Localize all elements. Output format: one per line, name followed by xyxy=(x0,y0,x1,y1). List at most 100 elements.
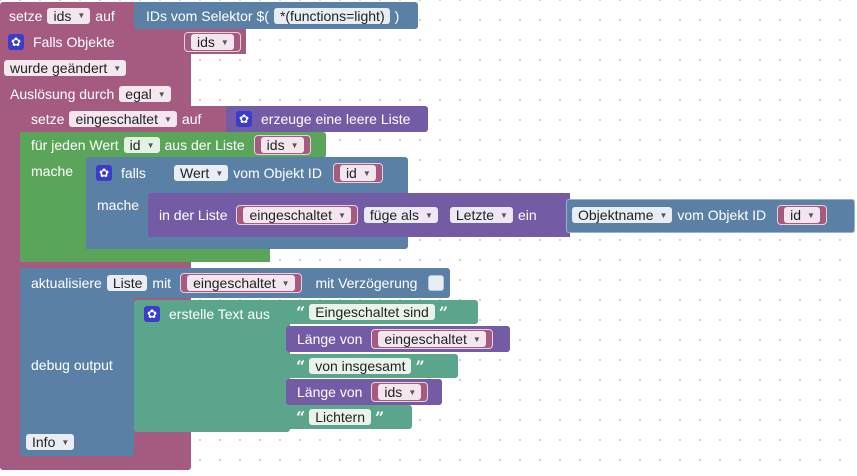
dropdown-arrow-icon: ▼ xyxy=(408,387,417,397)
debug-level-row: Info▼ xyxy=(26,432,75,452)
fuer-jeden-label: für jeden Wert xyxy=(31,137,119,153)
dropdown-arrow-icon: ▼ xyxy=(281,278,290,288)
quote-close-icon: ” xyxy=(415,356,425,376)
dropdown-arrow-icon: ▼ xyxy=(215,168,224,178)
length-row-2: Länge von ids▼ xyxy=(292,381,429,403)
quote-close-icon: ” xyxy=(375,407,385,427)
setze-label: setze xyxy=(31,111,65,127)
empty-list-row: ✿ erzeuge eine leere Liste xyxy=(232,108,415,130)
dropdown-arrow-icon: ▼ xyxy=(77,11,86,20)
dropdown-arrow-icon: ▼ xyxy=(113,63,122,73)
wurde-geaendert-row: wurde geändert▼ xyxy=(4,58,127,78)
dropdown-arrow-icon: ▼ xyxy=(659,210,668,220)
selector-row: IDs vom Selektor $( *(functions=light) ) xyxy=(146,5,404,26)
falls-label: falls xyxy=(121,165,146,181)
aktualisiere-label: aktualisiere xyxy=(31,275,102,291)
delay-checkbox[interactable] xyxy=(428,275,445,291)
debug-block[interactable] xyxy=(20,298,134,456)
dropdown-arrow-icon: ▼ xyxy=(472,334,481,344)
list-add-row: in der Liste eingeschaltet▼ füge als▼ Le… xyxy=(154,204,542,226)
trigger-ids-chip[interactable]: ids▼ xyxy=(184,31,241,53)
mit-label: mit xyxy=(152,275,172,291)
foreach-row: für jeden Wert id▼ aus der Liste ids▼ xyxy=(26,134,311,156)
dropdown-arrow-icon: ▼ xyxy=(338,210,346,220)
text-join-block[interactable] xyxy=(134,300,290,432)
length-row-1: Länge von eingeschaltet▼ xyxy=(292,328,493,350)
gear-icon[interactable]: ✿ xyxy=(8,34,24,50)
verzoegerung-label: mit Verzögerung xyxy=(315,275,418,291)
gear-icon[interactable]: ✿ xyxy=(144,306,160,322)
if-row: ✿ falls xyxy=(92,162,151,184)
laenge-von-label: Länge von xyxy=(297,384,363,400)
mache-label: mache xyxy=(97,197,140,213)
liste-dropdown[interactable]: Liste xyxy=(106,275,148,291)
string-input-2[interactable]: von insgesamt xyxy=(309,358,412,374)
fuege-als-dropdown[interactable]: füge als▼ xyxy=(363,207,438,223)
gear-icon[interactable]: ✿ xyxy=(236,111,252,127)
quote-open-icon: “ xyxy=(296,407,306,427)
level-dropdown[interactable]: Info▼ xyxy=(26,434,75,450)
quote-open-icon: “ xyxy=(296,302,306,322)
foreach-mache-row: mache xyxy=(26,160,78,182)
text-join-label: erstelle Text aus xyxy=(169,306,270,322)
aktualisiere-row: aktualisiere Liste mit eingeschaltet▼ mi… xyxy=(26,272,445,294)
laenge-von-label: Länge von xyxy=(297,331,363,347)
ids-var-dropdown[interactable]: ids▼ xyxy=(260,137,304,153)
gear-icon[interactable]: ✿ xyxy=(96,165,112,181)
id-var-dropdown[interactable]: id▼ xyxy=(339,165,376,181)
dropdown-arrow-icon: ▼ xyxy=(807,210,815,220)
ids-var-dropdown[interactable]: ids▼ xyxy=(47,7,91,24)
dropdown-arrow-icon: ▼ xyxy=(362,168,371,178)
id-var-dropdown[interactable]: id▼ xyxy=(123,137,160,153)
dropdown-arrow-icon: ▼ xyxy=(157,89,166,99)
objektname-dropdown[interactable]: Objektname▼ xyxy=(572,207,673,223)
debug-output-label: debug output xyxy=(31,357,113,373)
empty-list-label: erzeuge eine leere Liste xyxy=(261,111,411,127)
setze-label: setze xyxy=(9,7,43,24)
dropdown-arrow-icon: ▼ xyxy=(220,37,229,47)
if-condition: Wert▼ vom Objekt ID id▼ xyxy=(174,162,383,184)
ids-var-dropdown[interactable]: ids▼ xyxy=(191,34,234,50)
dropdown-arrow-icon: ▼ xyxy=(424,210,433,220)
string-input-1[interactable]: Eingeschaltet sind xyxy=(309,304,435,320)
string-row-2: “ von insgesamt ” xyxy=(292,355,429,377)
ausloesung-row: Auslösung durch egal▼ xyxy=(6,84,171,104)
egal-dropdown[interactable]: egal▼ xyxy=(119,86,171,102)
ids-var-dropdown[interactable]: ids▼ xyxy=(378,384,422,400)
auf-label: auf xyxy=(181,111,202,127)
selector-input[interactable]: *(functions=light) xyxy=(273,7,390,24)
eingeschaltet-var-dropdown[interactable]: eingeschaltet▼ xyxy=(243,207,351,223)
dropdown-arrow-icon: ▼ xyxy=(500,210,508,220)
mache-label: mache xyxy=(31,163,74,179)
change-dropdown[interactable]: wurde geändert▼ xyxy=(4,60,127,76)
dropdown-arrow-icon: ▼ xyxy=(163,114,172,124)
string-row-1: “ Eingeschaltet sind ” xyxy=(292,301,452,323)
text-join-row: ✿ erstelle Text aus xyxy=(140,303,275,325)
eingeschaltet-var-dropdown[interactable]: eingeschaltet▼ xyxy=(378,331,486,347)
in-der-liste-label: in der Liste xyxy=(159,207,228,223)
trigger-falls-objekte-row: ✿ Falls Objekte xyxy=(4,31,120,53)
selector-close-label: ) xyxy=(394,7,400,24)
string-input-3[interactable]: Lichtern xyxy=(309,409,372,425)
eingeschaltet-var-dropdown[interactable]: eingeschaltet▼ xyxy=(69,111,177,127)
position-dropdown[interactable]: Letzte▼ xyxy=(449,207,513,223)
dropdown-arrow-icon: ▼ xyxy=(146,140,155,150)
vom-objekt-label: vom Objekt ID xyxy=(233,165,322,181)
wert-dropdown[interactable]: Wert▼ xyxy=(174,165,229,181)
ein-label: ein xyxy=(517,207,537,223)
aus-der-liste-label: aus der Liste xyxy=(164,137,245,153)
quote-close-icon: ” xyxy=(438,302,449,322)
quote-open-icon: “ xyxy=(296,356,306,376)
falls-objekte-label: Falls Objekte xyxy=(33,34,115,50)
selector-label: IDs vom Selektor $( xyxy=(146,7,269,24)
debug-label-row: debug output xyxy=(26,354,118,376)
dropdown-arrow-icon: ▼ xyxy=(61,437,70,447)
auf-label: auf xyxy=(95,7,115,24)
eingeschaltet-var-dropdown[interactable]: eingeschaltet▼ xyxy=(187,275,295,291)
if-mache-row: mache xyxy=(92,194,144,216)
dropdown-arrow-icon: ▼ xyxy=(290,140,299,150)
id-var-dropdown[interactable]: id▼ xyxy=(784,207,820,223)
ausloesung-label: Auslösung durch xyxy=(10,86,115,102)
vom-objekt-label: vom Objekt ID xyxy=(677,207,767,223)
empty-list-block[interactable] xyxy=(226,106,428,132)
